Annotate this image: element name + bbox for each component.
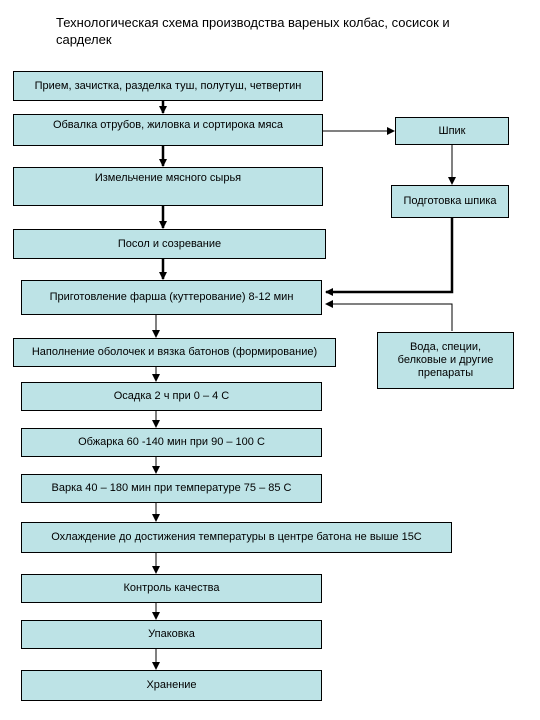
step-settling: Осадка 2 ч при 0 – 4 С bbox=[21, 382, 322, 411]
step-quality-control: Контроль качества bbox=[21, 574, 322, 603]
step-storage: Хранение bbox=[21, 670, 322, 701]
step-roasting: Обжарка 60 -140 мин при 90 – 100 С bbox=[21, 428, 322, 457]
arrow-additives-step5 bbox=[325, 300, 453, 331]
diagram-title: Технологическая схема производства варен… bbox=[56, 15, 450, 47]
step-cooling: Охлаждение до достижения температуры в ц… bbox=[21, 522, 452, 553]
step-cooking: Варка 40 – 180 мин при температуре 75 – … bbox=[21, 474, 322, 503]
step-receiving: Прием, зачистка, разделка туш, полутуш, … bbox=[13, 71, 323, 101]
step-stuffing: Наполнение оболочек и вязка батонов (фор… bbox=[13, 338, 336, 367]
step-mince-preparation: Приготовление фарша (куттерование) 8-12 … bbox=[21, 280, 322, 315]
step-grinding: Измельчение мясного сырья bbox=[13, 167, 323, 206]
side-fat: Шпик bbox=[395, 117, 509, 145]
step-packaging: Упаковка bbox=[21, 620, 322, 649]
side-additives: Вода, специи, белковые и другие препарат… bbox=[377, 332, 514, 389]
arrow-fatprep-step5 bbox=[325, 218, 454, 296]
side-fat-preparation: Подготовка шпика bbox=[391, 185, 509, 218]
step-salting: Посол и созревание bbox=[13, 229, 326, 259]
step-deboning: Обвалка отрубов, жиловка и сортирока мяс… bbox=[13, 114, 323, 146]
